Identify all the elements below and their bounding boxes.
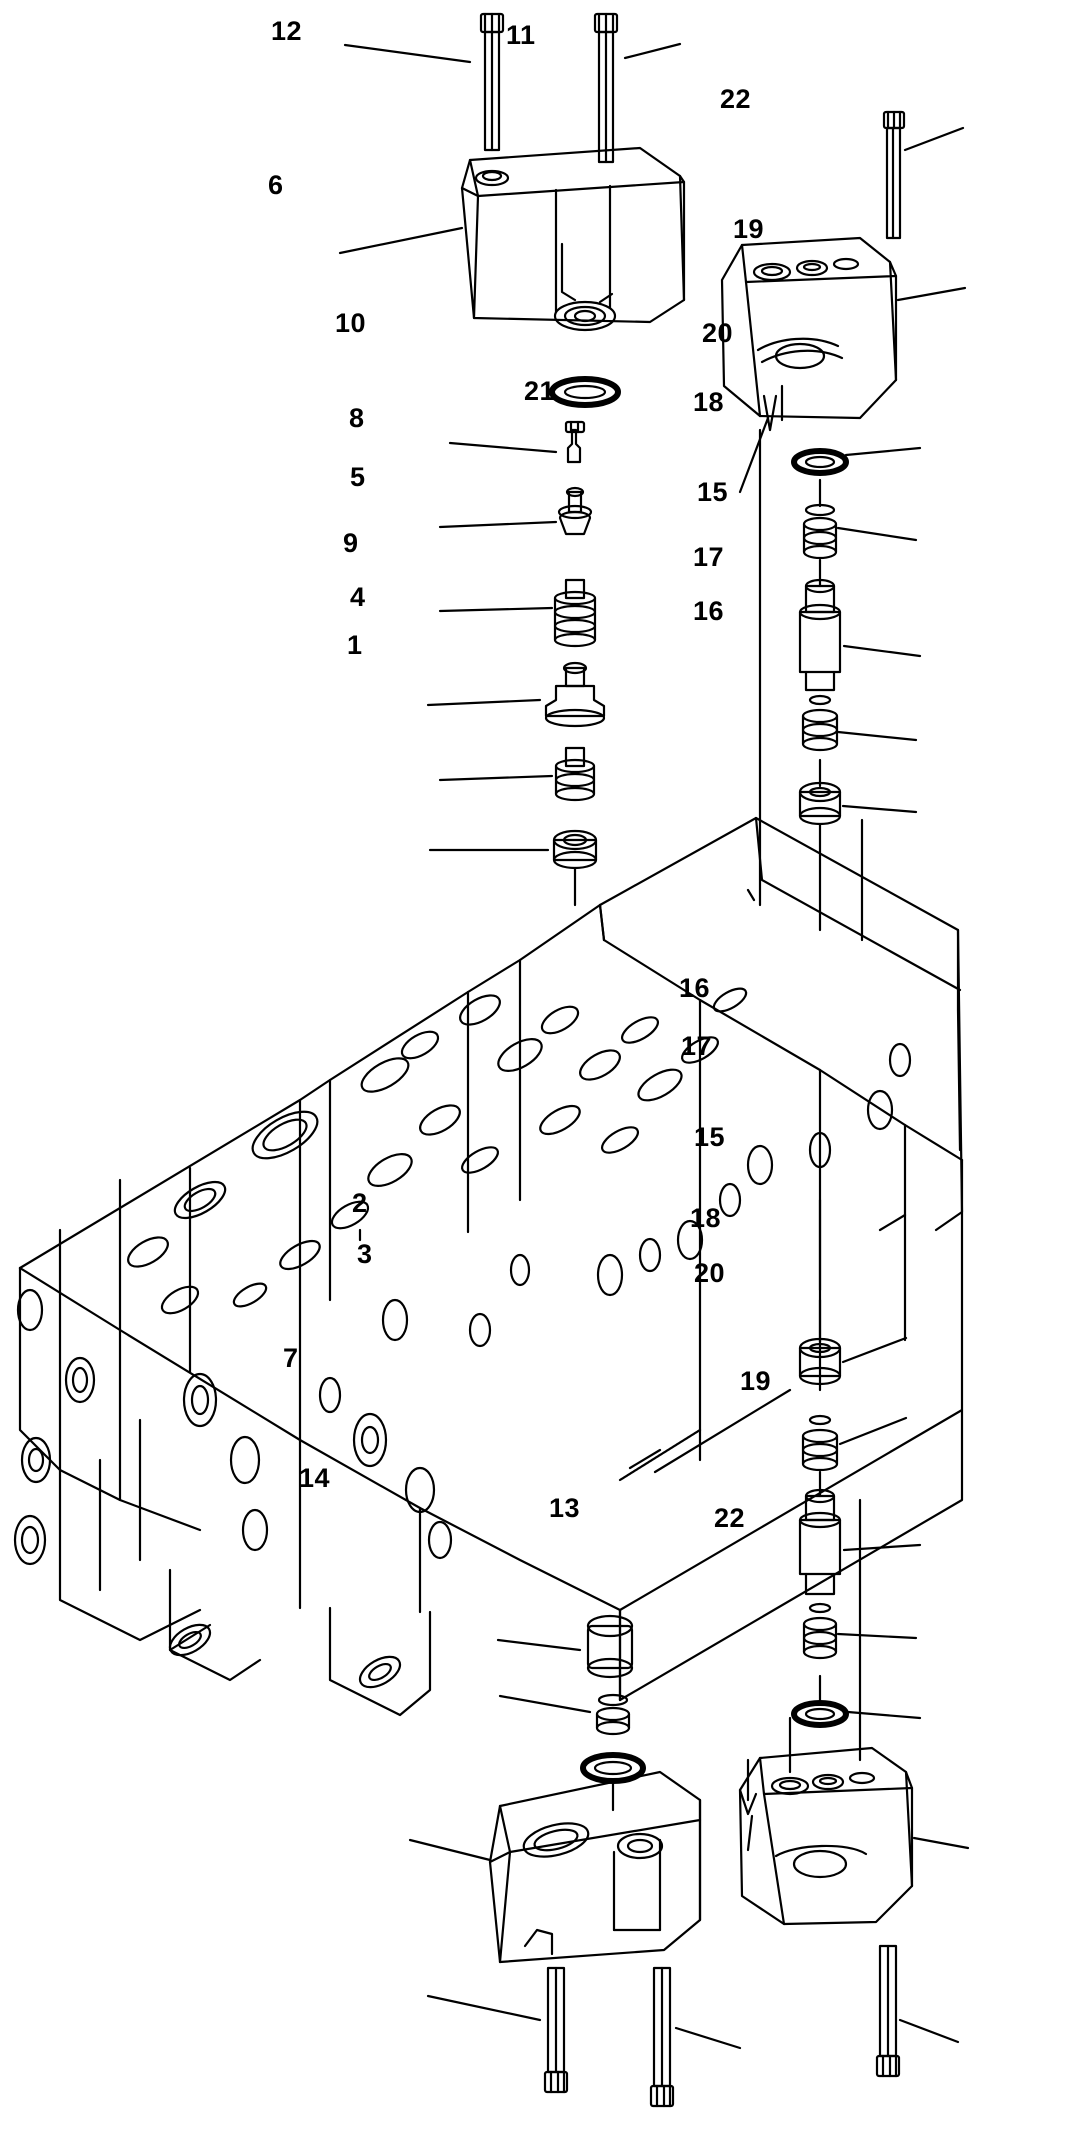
leader-17-upper: [836, 730, 918, 742]
callout-16-top: 16: [693, 596, 725, 626]
leader-14: [426, 1994, 542, 2022]
part-19-cap-top: [720, 236, 898, 432]
part-20-oring-lower: [791, 1700, 849, 1728]
bolt-13: [649, 1966, 675, 2108]
callout-12: 12: [271, 16, 303, 46]
leader-4: [438, 774, 554, 782]
leader-18-upper: [836, 526, 918, 542]
callout-6: 6: [268, 170, 284, 200]
callout-22-top: 22: [720, 84, 752, 114]
part-7-end-cap: [488, 1770, 702, 1964]
part-8-spring-seat: [557, 486, 593, 536]
part-16-plug-upper: [798, 758, 842, 826]
leader-19-lower: [912, 1836, 970, 1850]
callout-4: 4: [350, 582, 366, 612]
callout-9: 9: [343, 528, 359, 558]
callout-7: 7: [283, 1343, 299, 1373]
leader-15-lower: [842, 1543, 922, 1552]
leader-2: [496, 1638, 582, 1652]
leader-22-bottom: [898, 2018, 960, 2044]
leader-18-lower: [836, 1632, 918, 1640]
callout-3: 3: [357, 1239, 373, 1269]
callout-13: 13: [549, 1493, 581, 1523]
callout-8: 8: [349, 403, 365, 433]
callout-22-bottom: 22: [714, 1503, 746, 1533]
leader-12: [343, 43, 472, 64]
leader-5: [438, 606, 554, 613]
leader-3: [498, 1694, 592, 1714]
callout-19-lower: 19: [740, 1366, 772, 1396]
part-9-poppet: [544, 661, 606, 728]
part-3-spring: [595, 1693, 631, 1736]
part-19-cap-lower: [738, 1746, 914, 1926]
callout-20-lower: 20: [694, 1258, 726, 1288]
leader-15-upper: [842, 644, 922, 658]
part-18-spring-upper: [802, 478, 838, 560]
bolt-22-top: [882, 110, 906, 240]
part-15-spool-upper: [798, 558, 842, 692]
leader-11: [623, 42, 682, 60]
part-15-spool-lower: [798, 1470, 842, 1596]
leader-10: [448, 441, 558, 454]
leader-22-top: [903, 126, 965, 152]
part-10-screw: [564, 420, 586, 464]
leader-21: [738, 416, 770, 494]
leader-7: [408, 1838, 492, 1862]
callout-15-top: 15: [697, 477, 729, 507]
callout-17-lower: 17: [681, 1031, 713, 1061]
part-20-oring-upper: [791, 448, 849, 476]
part-4-spring: [554, 746, 596, 802]
part-6-end-cap: [460, 146, 686, 332]
leader-16-lower: [841, 1336, 908, 1364]
callout-21: 21: [524, 376, 556, 406]
leader-8: [438, 520, 558, 529]
callout-5: 5: [350, 462, 366, 492]
leader-13: [674, 2026, 742, 2050]
callout-11: 11: [506, 20, 536, 50]
part-18-spring-lower: [802, 1602, 838, 1660]
bolt-11: [593, 12, 619, 164]
callout-1: 1: [347, 630, 363, 660]
callout-16-lower: 16: [679, 973, 711, 1003]
part-oring-under-6: [549, 376, 621, 408]
leader-19-top: [896, 286, 967, 302]
callout-2: 2: [352, 1188, 368, 1218]
callout-18-top: 18: [693, 387, 725, 417]
bolt-12: [479, 12, 505, 152]
callout-18-lower: 18: [690, 1203, 722, 1233]
callout-20-top: 20: [702, 318, 734, 348]
main-valve-body: [13, 816, 964, 1717]
bolt-22-bottom: [875, 1944, 901, 2078]
leader-20-upper: [844, 446, 922, 457]
leader-20-lower: [846, 1710, 922, 1720]
leader-9: [426, 698, 542, 707]
callout-10: 10: [335, 308, 367, 338]
callout-17-top: 17: [693, 542, 725, 572]
bolt-14: [543, 1966, 569, 2094]
leader-17-lower: [838, 1416, 908, 1446]
leader-6: [338, 226, 464, 255]
leader-16-upper: [841, 804, 918, 814]
part-16-plug-lower: [798, 1298, 842, 1386]
part-2-plug: [586, 1614, 634, 1679]
callout-15-lower: 15: [694, 1122, 726, 1152]
part-17-spring-lower: [801, 1414, 839, 1472]
part-5-spring: [553, 578, 597, 648]
part-17-spring-upper: [801, 694, 839, 752]
callout-14: 14: [299, 1463, 331, 1493]
part-1-washer: [552, 829, 598, 870]
callout-19-top: 19: [733, 214, 765, 244]
